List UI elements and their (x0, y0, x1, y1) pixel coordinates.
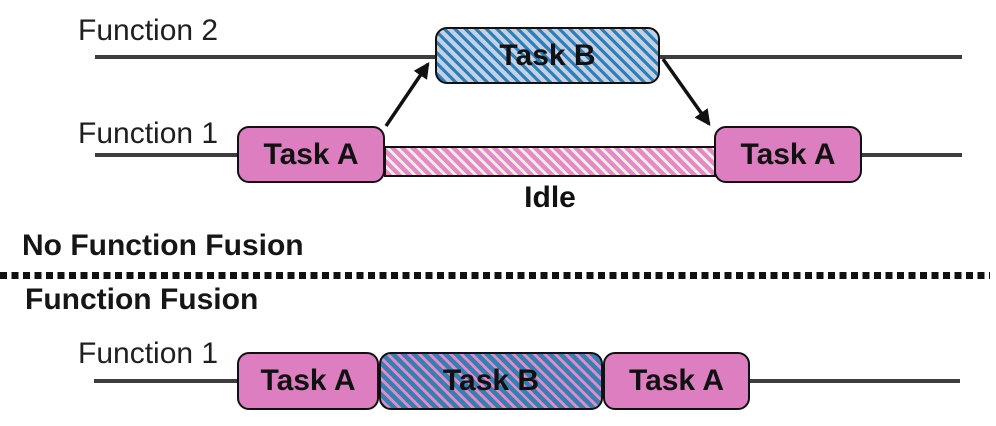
task-b-label: Task B (499, 38, 596, 72)
task-b-label: Task B (442, 364, 540, 397)
section-label-no-fusion: No Function Fusion (22, 229, 304, 262)
arrow-task-b-to-task-a (661, 57, 711, 126)
arrow-task-a-to-task-b (384, 62, 430, 127)
idle-label: Idle (524, 181, 576, 214)
task-a-box-second: Task A (714, 126, 862, 183)
task-a-box-first: Task A (237, 126, 385, 183)
task-a-label: Task A (263, 137, 359, 171)
task-a-label: Task A (628, 364, 725, 397)
task-a-label: Task A (260, 364, 356, 397)
lane-label-function-2: Function 2 (78, 14, 219, 47)
fused-task-b-box: Task B (379, 352, 603, 410)
idle-bar (384, 146, 716, 177)
task-a-label: Task A (740, 137, 836, 171)
fused-task-a-box-second: Task A (603, 352, 750, 410)
dotted-divider-line (0, 272, 990, 279)
fused-task-a-box-first: Task A (237, 352, 379, 410)
lane-label-function-1: Function 1 (78, 117, 219, 150)
lane-label-function-1-fused: Function 1 (78, 337, 219, 370)
task-b-box: Task B (435, 27, 660, 84)
section-label-fusion: Function Fusion (25, 283, 259, 316)
